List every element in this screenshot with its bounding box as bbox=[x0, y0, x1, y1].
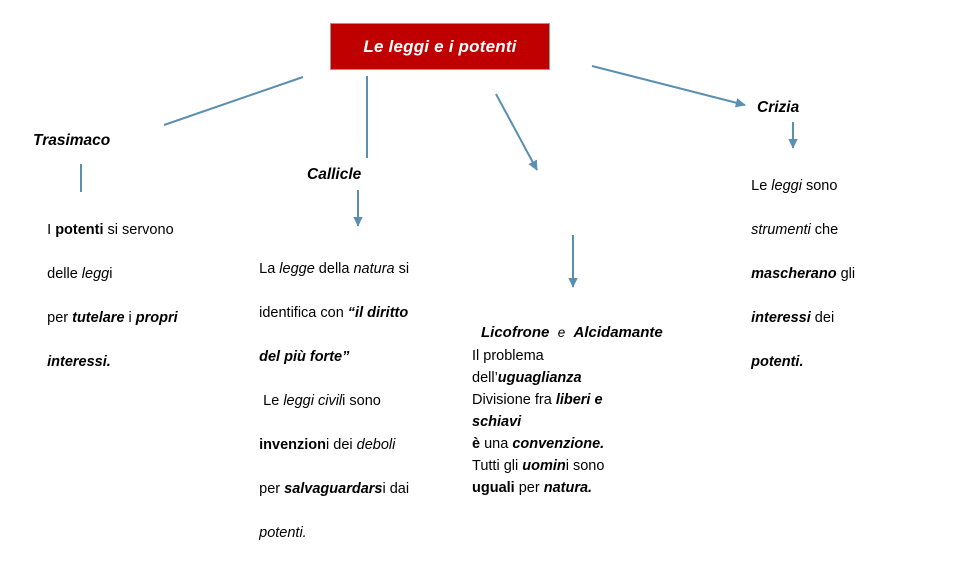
text-line: del più forte” bbox=[259, 349, 350, 365]
text-line: potenti. bbox=[259, 525, 307, 541]
text-line: Divisione fra liberi e bbox=[472, 392, 603, 408]
node-heading-licofrone-part1: Licofrone bbox=[481, 324, 550, 341]
node-body-callicle: La legge della natura si identifica con … bbox=[243, 236, 453, 566]
node-body-crizia: Le leggi sono strumenti che mascherano g… bbox=[735, 153, 895, 395]
text-line: Le leggi sono bbox=[751, 178, 838, 194]
text-line: per tutelare i propri bbox=[47, 310, 178, 326]
text-line: Le leggi civili sono bbox=[259, 393, 381, 409]
node-body-licofrone: Il problema dell’uguaglianza Divisione f… bbox=[472, 345, 707, 499]
text-line: interessi dei bbox=[751, 310, 835, 326]
text-line: I potenti si servono bbox=[47, 222, 174, 238]
text-line: identifica con “il diritto bbox=[259, 305, 409, 321]
text-line: è una convenzione. bbox=[472, 436, 605, 452]
title-banner: Le leggi e i potenti bbox=[330, 23, 550, 70]
node-heading-licofrone-part2: Alcidamante bbox=[573, 324, 663, 341]
text-line: schiavi bbox=[472, 414, 522, 430]
connector-title-to-licofrone bbox=[495, 93, 538, 171]
node-heading-licofrone: Licofrone e Alcidamante bbox=[481, 324, 663, 341]
connector-title-to-crizia bbox=[591, 65, 746, 108]
node-heading-trasimaco: Trasimaco bbox=[33, 132, 111, 149]
diagram-canvas: Le leggi e i potenti Trasimaco I potenti… bbox=[31, 23, 895, 541]
text-line: dell’uguaglianza bbox=[472, 370, 582, 386]
text-line: mascherano gli bbox=[751, 266, 856, 282]
text-line: uguali per natura. bbox=[472, 480, 593, 496]
node-heading-crizia: Crizia bbox=[757, 99, 800, 116]
connector-title-to-trasimaco bbox=[163, 76, 304, 126]
text-line: interessi. bbox=[47, 354, 111, 370]
text-line: strumenti che bbox=[751, 222, 839, 238]
text-line: potenti. bbox=[751, 354, 804, 370]
node-heading-conjunction: e bbox=[557, 325, 566, 340]
text-line: delle leggi bbox=[47, 266, 113, 282]
text-line: Il problema bbox=[472, 348, 544, 364]
page-title: Le leggi e i potenti bbox=[363, 36, 517, 56]
text-line: Tutti gli uomini sono bbox=[472, 458, 605, 474]
text-line: invenzioni dei deboli bbox=[259, 437, 396, 453]
text-line: La legge della natura si bbox=[259, 261, 410, 277]
node-body-trasimaco: I potenti si servono delle leggi per tut… bbox=[31, 197, 226, 395]
text-line: per salvaguardarsi dai bbox=[259, 481, 410, 497]
node-heading-callicle: Callicle bbox=[307, 166, 362, 183]
